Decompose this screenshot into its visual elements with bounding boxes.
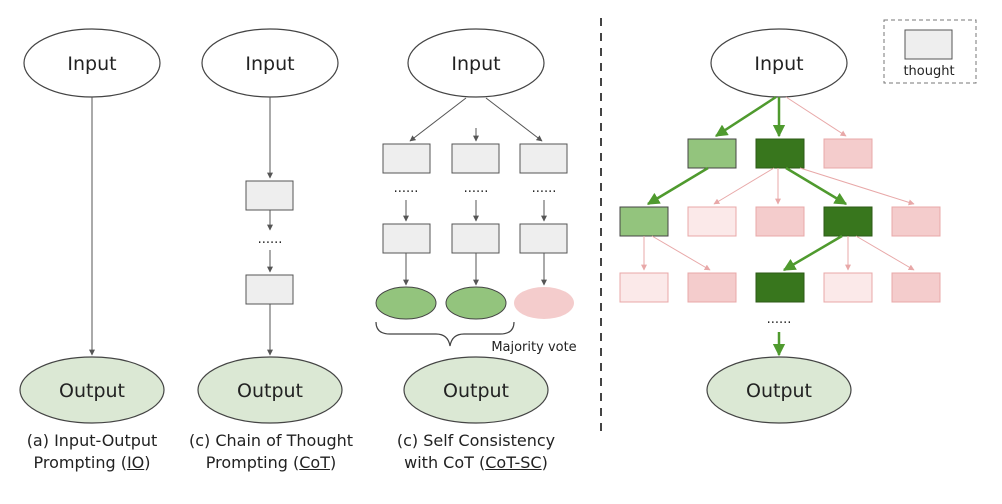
- tot-node-1b: [755, 138, 805, 169]
- legend-thought-swatch: [904, 29, 953, 60]
- caption-cot: (c) Chain of Thought Prompting (CoT): [176, 430, 366, 474]
- tot-edge-1a-2a: [646, 166, 709, 206]
- io-output-node: [19, 356, 165, 424]
- tot-node-2c: [755, 206, 805, 237]
- cot-output-label: Output: [237, 380, 303, 402]
- cotsc-ellipsis-mid: ......: [464, 181, 489, 196]
- caption-cot-abbr: CoT: [299, 453, 330, 472]
- caption-cotsc: (c) Self Consistency with CoT (CoT-SC): [381, 430, 571, 474]
- tot-node-2e: [891, 206, 941, 237]
- cotsc-thought-m2: [451, 223, 500, 254]
- cot-thought-2: [245, 274, 294, 305]
- cotsc-panel: Input ...... ...... ...... Majority vote…: [375, 28, 577, 424]
- tot-edge-2d-3c: [782, 234, 843, 272]
- caption-io-abbr: IO: [126, 453, 145, 472]
- cotsc-answer-right: [514, 287, 574, 319]
- io-output-label: Output: [59, 380, 125, 402]
- cotsc-arrow-branch-right: [485, 97, 543, 142]
- tot-panel: Input ...... O: [619, 28, 941, 424]
- tot-node-3e: [891, 272, 941, 303]
- legend-box: [883, 19, 977, 84]
- caption-cot-line1: (c) Chain of Thought: [188, 431, 354, 450]
- tot-output-label: Output: [746, 380, 812, 402]
- tot-node-2d: [823, 206, 873, 237]
- caption-cotsc-line1: (c) Self Consistency: [396, 431, 556, 450]
- caption-io-line1: (a) Input-Output: [26, 431, 158, 450]
- cot-panel: Input ...... Output: [197, 28, 343, 424]
- tot-ellipsis: ......: [767, 312, 792, 327]
- tot-node-3a: [619, 272, 669, 303]
- tot-node-3b: [687, 272, 737, 303]
- caption-cotsc-line2: with CoT (CoT-SC): [404, 453, 548, 472]
- tot-edge-1b-2d: [785, 166, 848, 206]
- io-input-label: Input: [67, 53, 116, 75]
- io-panel: Input Output: [19, 28, 165, 424]
- tot-node-1c: [823, 138, 873, 169]
- cotsc-output-node: [403, 356, 549, 424]
- tot-output-node: [706, 356, 852, 424]
- cotsc-thought-r1: [519, 143, 568, 174]
- cotsc-answer-mid: [445, 286, 507, 320]
- caption-cot-line2: Prompting (CoT): [205, 453, 337, 472]
- tot-node-3c: [755, 272, 805, 303]
- cotsc-thought-l2: [382, 223, 431, 254]
- tot-edge-2d-3e: [855, 235, 915, 271]
- cotsc-input-node: [407, 28, 545, 98]
- cotsc-input-label: Input: [451, 53, 500, 75]
- tot-node-1a: [687, 138, 737, 169]
- legend-thought-label: thought: [903, 64, 954, 79]
- cotsc-ellipsis-left: ......: [394, 181, 419, 196]
- cot-output-node: [197, 356, 343, 424]
- caption-io-line2: Prompting (IO): [33, 453, 151, 472]
- cotsc-ellipsis-right: ......: [532, 181, 557, 196]
- cotsc-output-label: Output: [443, 380, 509, 402]
- cotsc-answer-left: [375, 286, 437, 320]
- caption-cotsc-abbr: CoT-SC: [485, 453, 542, 472]
- cotsc-thought-l1: [382, 143, 431, 174]
- tot-input-label: Input: [754, 53, 803, 75]
- tot-edge-0-1c: [785, 96, 847, 137]
- tot-node-2b: [687, 206, 737, 237]
- majority-vote-brace: [375, 321, 515, 347]
- tot-edge-2a-3b: [651, 235, 711, 271]
- tot-edge-0-1a: [714, 95, 777, 138]
- cotsc-thought-r2: [519, 223, 568, 254]
- cot-thought-1: [245, 180, 294, 211]
- majority-vote-label: Majority vote: [491, 340, 576, 355]
- tot-node-3d: [823, 272, 873, 303]
- tot-edge-1b-2e: [799, 167, 915, 206]
- cotsc-thought-m1: [451, 143, 500, 174]
- legend: thought: [883, 19, 977, 84]
- tot-node-2a: [619, 206, 669, 237]
- tot-edge-1b-2b: [713, 167, 775, 205]
- cotsc-arrow-branch-left: [409, 97, 467, 142]
- caption-io: (a) Input-Output Prompting (IO): [12, 430, 172, 474]
- cot-input-label: Input: [245, 53, 294, 75]
- cot-ellipsis: ......: [258, 232, 283, 247]
